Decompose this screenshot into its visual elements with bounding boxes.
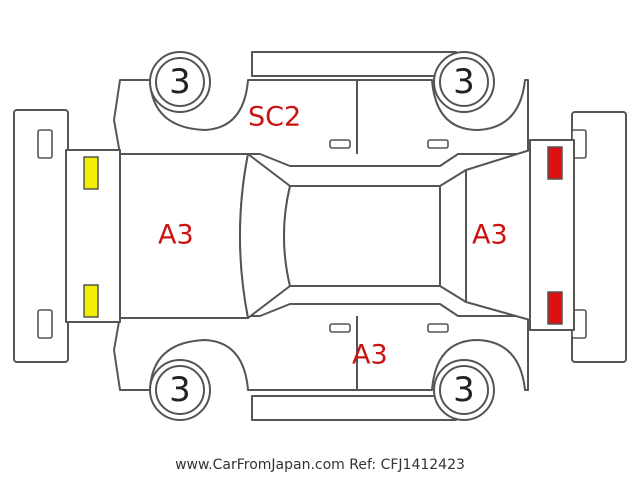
front-windshield	[239, 153, 291, 319]
roof-strip-bottom	[251, 395, 457, 421]
roof-strip-top	[251, 51, 457, 77]
front-bumper	[13, 109, 69, 363]
tire-rear-right: 3	[433, 359, 495, 421]
tire-front-right: 3	[149, 359, 211, 421]
hood	[65, 149, 249, 323]
car-outline-svg: 3 3 3 3 SC2 A3 A3 A3	[13, 51, 627, 421]
footer-caption: www.CarFromJapan.com Ref: CFJ1412423	[0, 457, 640, 473]
footer-ref: Ref: CFJ1412423	[349, 457, 465, 473]
tire-rear-left: 3	[433, 51, 495, 113]
left-side-panel	[113, 79, 529, 167]
front-light-upper	[83, 156, 99, 190]
right-side-panel	[113, 303, 529, 391]
rear-bumper	[571, 111, 627, 363]
damage-label-front: A3	[158, 220, 194, 251]
tire-rear-right-label: 3	[453, 370, 475, 410]
tire-front-right-label: 3	[169, 370, 191, 410]
footer-site: www.CarFromJapan.com	[175, 457, 345, 473]
rear-light-upper	[547, 146, 563, 180]
damage-label-right-side: A3	[352, 340, 388, 371]
rear-light-lower	[547, 291, 563, 325]
front-light-lower	[83, 284, 99, 318]
roof	[283, 185, 441, 287]
rear-window	[439, 169, 467, 303]
tire-front-left-label: 3	[169, 62, 191, 102]
damage-label-rear: A3	[472, 220, 508, 251]
damage-label-left-side: SC2	[248, 102, 301, 133]
tire-front-left: 3	[149, 51, 211, 113]
tire-rear-left-label: 3	[453, 62, 475, 102]
trunk	[465, 139, 575, 331]
